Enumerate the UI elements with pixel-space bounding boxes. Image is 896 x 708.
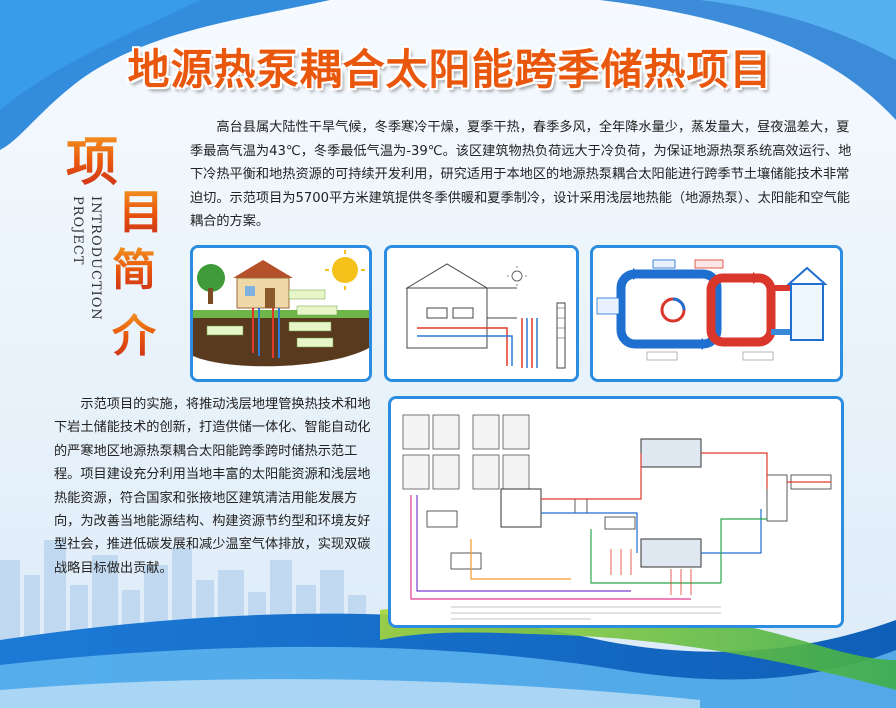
heading-char-3: 简 xyxy=(112,234,156,298)
intro-paragraph: 高台县属大陆性干旱气候，冬季寒冷干燥，夏季干热，春季多风，全年降水量少，蒸发量大… xyxy=(190,120,852,230)
system-piping-schematic xyxy=(388,396,844,628)
heading-english-introduction: INTRODUCTION xyxy=(88,196,103,321)
section-heading-project-intro: 项 目 简 介 xyxy=(56,120,176,380)
heading-char-1: 项 xyxy=(66,120,118,195)
heading-char-2: 目 xyxy=(118,176,164,242)
heat-pump-loop-diagram xyxy=(590,245,843,382)
demonstration-paragraph: 示范项目的实施，将推动浅层地埋管换热技术和地下岩土储能技术的创新，打造供储一体化… xyxy=(54,397,371,576)
house-geothermal-illustration xyxy=(190,245,372,382)
heading-char-4: 介 xyxy=(112,300,156,364)
heading-english-project: PROJECT xyxy=(70,196,85,266)
page-title: 地源热泵耦合太阳能跨季储热项目 xyxy=(127,45,773,94)
building-borehole-diagram xyxy=(384,245,579,382)
